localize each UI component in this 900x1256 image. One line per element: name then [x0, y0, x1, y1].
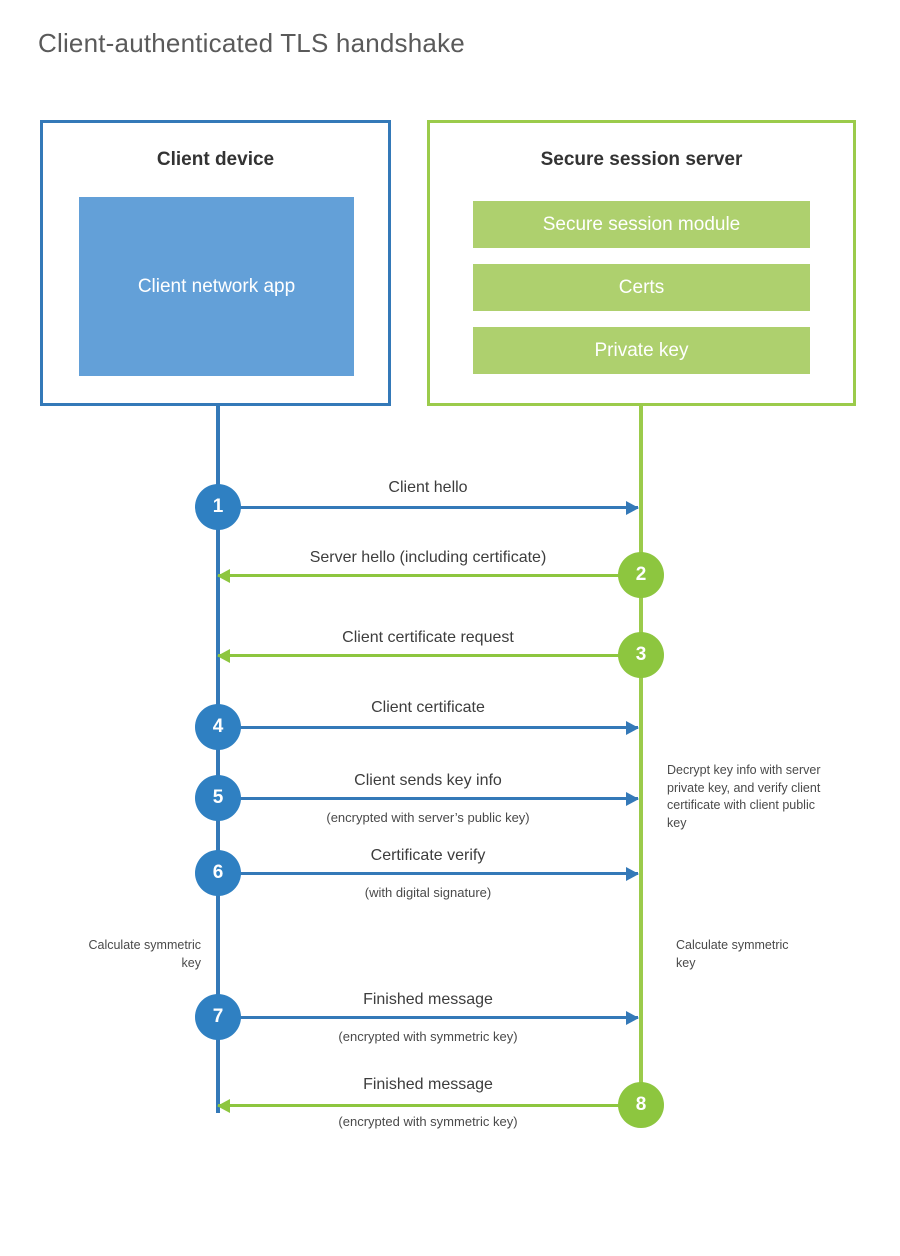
arrowhead-icon	[626, 1010, 639, 1025]
arrow-step-2	[217, 568, 638, 583]
secure-session-server-title: Secure session server	[540, 149, 743, 170]
client-device-box: Client device Client network app	[40, 120, 391, 406]
client-calculate-symmetric-key-note: Calculate symmetric key	[88, 938, 201, 970]
page-title: Client-authenticated TLS handshake	[38, 28, 465, 58]
message-label-step-4: Client certificate	[371, 699, 485, 716]
step-circle-6[interactable]: 6	[195, 850, 241, 896]
arrow-step-5	[218, 791, 639, 806]
client-device-title: Client device	[156, 149, 275, 170]
arrowhead-icon	[217, 568, 230, 583]
arrowhead-icon	[626, 500, 639, 515]
arrow-step-1	[218, 500, 639, 515]
message-label-step-2: Server hello (including certificate)	[309, 549, 547, 566]
step-circle-4[interactable]: 4	[195, 704, 241, 750]
server-module-certs: Certs	[473, 264, 810, 311]
message-label-step-8: Finished message	[363, 1076, 493, 1093]
message-label-step-7: Finished message	[363, 991, 493, 1008]
step-circle-5[interactable]: 5	[195, 775, 241, 821]
server-calculate-symmetric-key-note: Calculate symmetric key	[676, 938, 789, 970]
arrowhead-icon	[626, 866, 639, 881]
step-circle-2[interactable]: 2	[618, 552, 664, 598]
arrow-step-7	[218, 1010, 639, 1025]
arrow-step-6	[218, 866, 639, 881]
step-circle-8[interactable]: 8	[618, 1082, 664, 1128]
arrowhead-icon	[626, 720, 639, 735]
step-circle-7[interactable]: 7	[195, 994, 241, 1040]
step-circle-1[interactable]: 1	[195, 484, 241, 530]
message-label-step-3: Client certificate request	[342, 629, 514, 646]
server-lifeline	[639, 406, 643, 1105]
arrow-step-8	[217, 1098, 638, 1113]
arrowhead-icon	[217, 648, 230, 663]
client-lifeline	[216, 406, 220, 1113]
message-sublabel-step-5: (encrypted with server’s public key)	[326, 810, 530, 825]
message-label-step-1: Client hello	[388, 479, 468, 496]
arrowhead-icon	[217, 1098, 230, 1113]
message-sublabel-step-8: (encrypted with symmetric key)	[338, 1114, 518, 1129]
secure-session-server-box: Secure session server Secure session mod…	[427, 120, 856, 406]
arrow-step-3	[217, 648, 638, 663]
client-network-app-block: Client network app	[79, 197, 354, 376]
server-module-private-key: Private key	[473, 327, 810, 374]
server-decrypt-note: Decrypt key info with server private key…	[667, 763, 821, 830]
message-label-step-6: Certificate verify	[370, 847, 486, 864]
message-sublabel-step-7: (encrypted with symmetric key)	[338, 1029, 518, 1044]
server-module-secure-session-module: Secure session module	[473, 201, 810, 248]
arrow-step-4	[218, 720, 639, 735]
step-circle-3[interactable]: 3	[618, 632, 664, 678]
message-label-step-5: Client sends key info	[354, 772, 502, 789]
arrowhead-icon	[626, 791, 639, 806]
message-sublabel-step-6: (with digital signature)	[364, 885, 492, 900]
